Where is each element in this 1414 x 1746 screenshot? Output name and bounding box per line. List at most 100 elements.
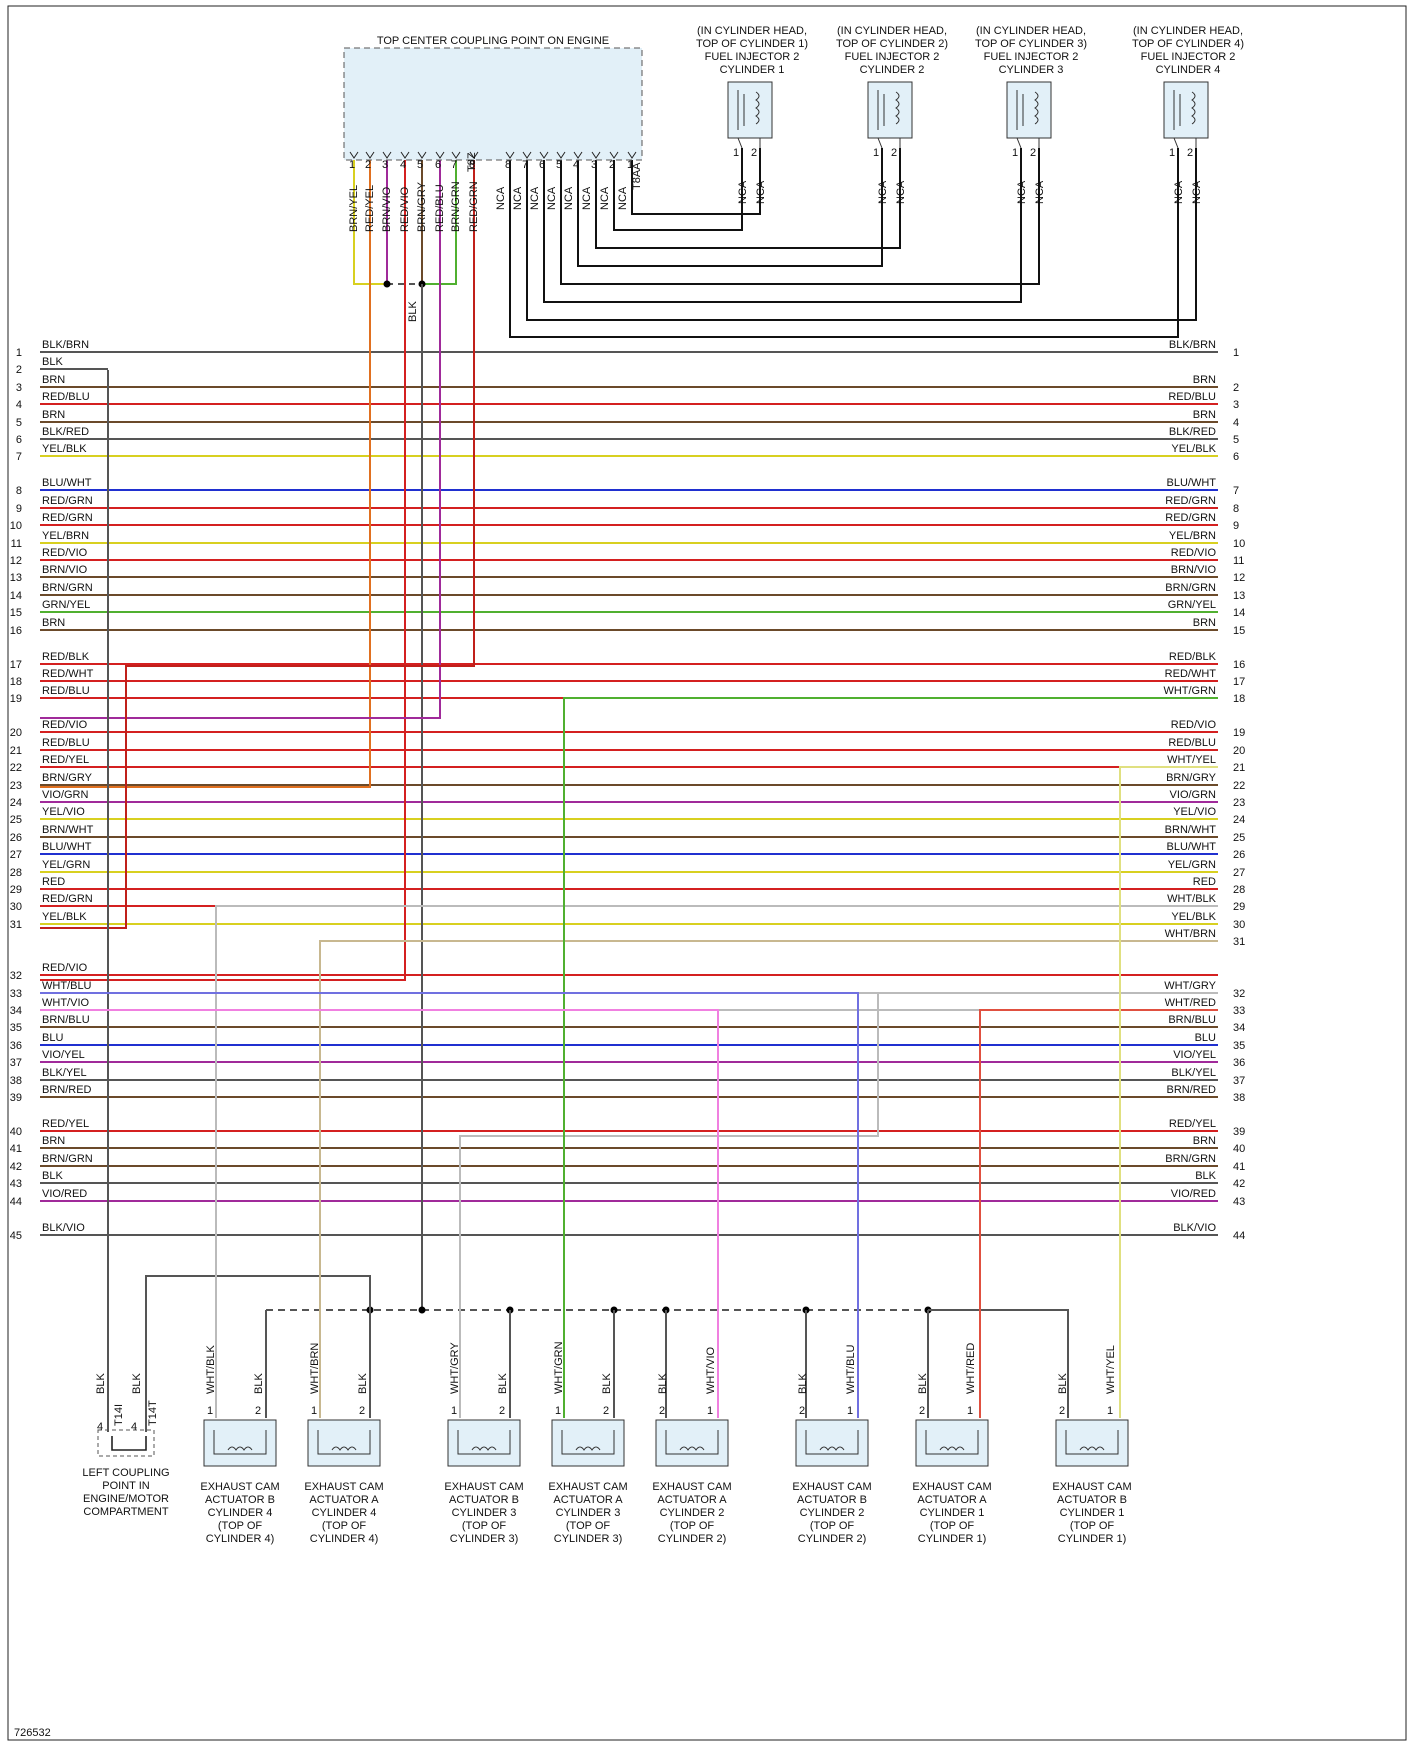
coupling-box [343,47,643,161]
wire-blk-act8 [928,1309,1069,1418]
fuel-injector-coil-icon [1016,90,1039,130]
coupling-pin-wire-label: NCA [529,186,541,210]
bus-line-number-right: 5 [1233,434,1239,446]
injector-pin-number: 2 [891,147,897,159]
bus-wire-label-left: BRN/GRN [42,1153,93,1165]
actuator-coil-icon [1065,1430,1119,1455]
coupling-pin-number: 6 [539,159,545,171]
bus-line-number-left: 14 [10,590,22,602]
actuator-pin-number: 2 [255,1405,261,1417]
injector-caption: TOP OF CYLINDER 2) [836,38,948,50]
bus-line-number-right: 18 [1233,693,1245,705]
bus-line-number-right: 2 [1233,382,1239,394]
bus-line-number-right: 27 [1233,867,1245,879]
coupling-pin-number: 4 [400,159,406,171]
bus-wire-label-left: BRN [42,1135,65,1147]
wire-actuator-signal [40,992,859,1418]
injector-pin-number: 2 [751,147,757,159]
actuator-wire-label: BLK [601,1373,613,1394]
wire-injector-feed [631,148,761,215]
bus-line-number-right: 20 [1233,745,1245,757]
component-layer [97,47,1209,1467]
actuator-pin-number: 2 [1059,1405,1065,1417]
wire-layer [40,55,1218,1451]
bus-line-number-left: 18 [10,676,22,688]
actuator-coil-icon [805,1430,859,1455]
injector-pin-number: 1 [1169,147,1175,159]
wire-actuator-signal [319,940,1218,1418]
actuator-pin-number: 1 [311,1405,317,1417]
bus-wire-label-left: BRN/RED [42,1084,92,1096]
injector-caption: (IN CYLINDER HEAD, [976,25,1086,37]
bus-line-number-right: 33 [1233,1005,1245,1017]
bus-wire-label-right: RED/BLU [1168,391,1216,403]
bus-line-number-left: 39 [10,1092,22,1104]
coupling-pin-wire-label: NCA [563,186,575,210]
bus-line-number-right: 34 [1233,1022,1245,1034]
bus-line-number-left: 31 [10,919,22,931]
coupling-label-t8z: T8Z [466,152,478,172]
actuator-caption: (TOP OF [810,1520,854,1532]
injector-caption: (IN CYLINDER HEAD, [1133,25,1243,37]
bus-wire-label-left: BLU/WHT [42,477,92,489]
injector-caption: (IN CYLINDER HEAD, [697,25,807,37]
wire-actuator-signal [459,992,1218,1418]
fuel-injector-body [1006,81,1052,139]
actuator-caption: CYLINDER 4 [208,1507,273,1519]
bus-line-number-right: 25 [1233,832,1245,844]
actuator-caption: (TOP OF [1070,1520,1114,1532]
actuator-wire-label: BLK [1057,1373,1069,1394]
bus-line-number-right: 15 [1233,625,1245,637]
bus-wire-label-right: BRN/RED [1166,1084,1216,1096]
bus-line-number-left: 41 [10,1143,22,1155]
bus-wire-label-right: BRN/BLU [1168,1014,1216,1026]
bus-wire-label-left: YEL/GRN [42,859,90,871]
coupling-pin-number: 2 [609,159,615,171]
bus-line-number-right: 44 [1233,1230,1245,1242]
coupling-pin-number: 2 [365,159,371,171]
actuator-caption: ACTUATOR B [449,1494,519,1506]
bus-line-number-left: 10 [10,520,22,532]
left-coupling-caption: ENGINE/MOTOR [83,1493,169,1505]
actuator-coil-icon [561,1430,615,1455]
bus-line-number-left: 7 [16,451,22,463]
bus-line-number-left: 20 [10,727,22,739]
bus-wire-label-right: BLK/VIO [1173,1222,1216,1234]
actuator-coil-icon [665,1430,719,1455]
coupling-pin-wire-label: RED/BLU [434,184,446,232]
actuator-pin-number: 1 [847,1405,853,1417]
bus-wire-label-right: VIO/YEL [1173,1049,1216,1061]
injector-pin-number: 1 [1012,147,1018,159]
bus-line-number-left: 4 [16,399,22,411]
bus-wire-label-left: RED/BLU [42,737,90,749]
exhaust-cam-actuator-body [795,1419,869,1467]
bus-wire-label-left: BLK [42,1170,63,1182]
bus-line-number-right: 7 [1233,485,1239,497]
coupling-pin-wire-label: NCA [599,186,611,210]
bus-line-number-left: 3 [16,382,22,394]
actuator-caption: CYLINDER 2) [658,1533,726,1545]
actuator-caption: EXHAUST CAM [304,1481,383,1493]
injector-pin-number: 1 [733,147,739,159]
bus-wire-label-left: BLK/YEL [42,1067,87,1079]
bus-line-number-right: 9 [1233,520,1239,532]
bus-wire-label-right: WHT/BRN [1165,928,1216,940]
wire-actuator-signal [40,1009,719,1418]
coupling-pin-arrow [556,151,566,159]
coupling-pin-number: 8 [469,159,475,171]
injector-wire-label: NCA [1173,180,1185,204]
bus-wire-label-right: BLU/WHT [1167,477,1217,489]
bus-wire-label-right: RED [1193,876,1216,888]
bus-line-number-right: 29 [1233,901,1245,913]
actuator-caption: CYLINDER 4) [310,1533,378,1545]
bus-wire-label-left: YEL/VIO [42,806,85,818]
bus-line-number-left: 43 [10,1178,22,1190]
left-coupling-pin: 4 [131,1421,137,1433]
bus-line-number-left: 44 [10,1196,22,1208]
actuator-wire-label: BLK [357,1373,369,1394]
injector-wire-label: NCA [1034,180,1046,204]
actuator-coil-icon [457,1430,511,1455]
actuator-wire-label: WHT/GRN [553,1341,565,1394]
wire-blk-to-coupling [145,1275,371,1432]
